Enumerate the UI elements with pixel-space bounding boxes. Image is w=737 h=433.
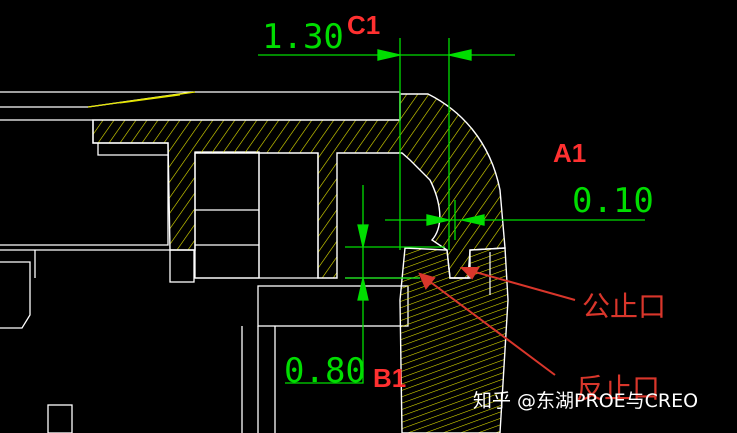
watermark: 知乎 @东湖PROE与CREO <box>473 390 699 412</box>
annotation-female-lip: 反止口 <box>576 372 660 405</box>
dimension-lines <box>258 38 645 384</box>
label-c1: C1 <box>347 10 380 40</box>
leader-lines <box>418 267 576 376</box>
dimension-b1-value: 0.80 <box>284 351 366 391</box>
dimension-c1-value: 1.30 <box>262 17 344 57</box>
annotation-male-lip: 公止口 <box>582 290 666 323</box>
label-b1: B1 <box>373 363 406 393</box>
label-a1: A1 <box>553 138 586 168</box>
dimension-a1-value: 0.10 <box>572 181 654 221</box>
lower-housing <box>399 247 509 433</box>
